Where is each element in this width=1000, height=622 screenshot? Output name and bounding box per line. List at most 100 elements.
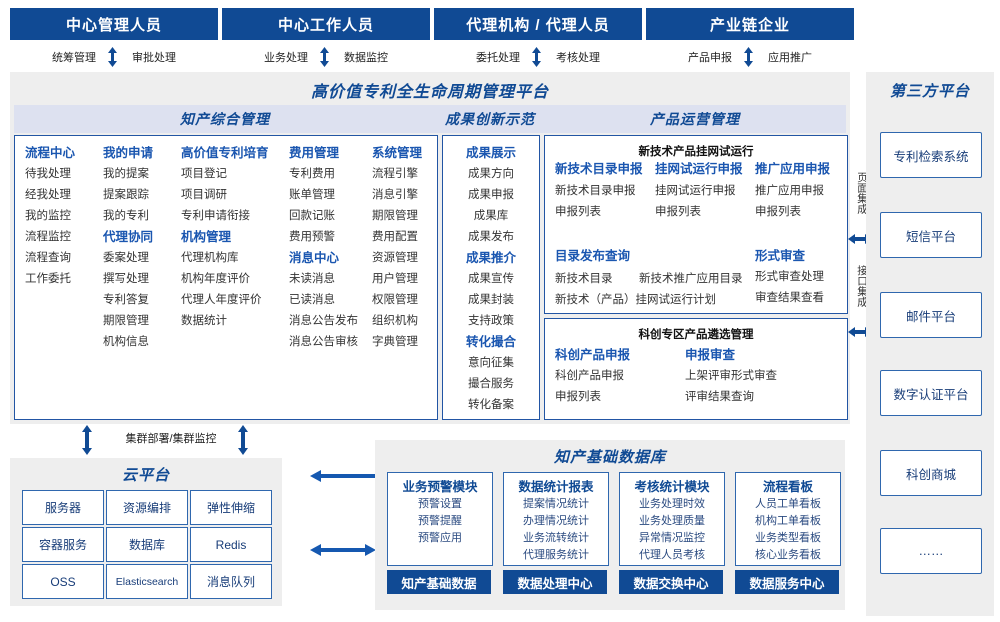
cloud-cell-container[interactable]: 容器服务 (22, 527, 104, 562)
menu-item[interactable]: 消息引擎 (372, 189, 418, 201)
menu-item[interactable]: 推广应用申报 (755, 185, 824, 197)
menu-item[interactable]: 账单管理 (289, 189, 335, 201)
db-item[interactable]: 人员工单看板 (755, 498, 821, 510)
menu-item[interactable]: 消息公告审核 (289, 336, 358, 348)
menu-item[interactable]: 科创产品申报 (555, 370, 624, 382)
menu-item[interactable]: 消息公告发布 (289, 315, 358, 327)
db-item[interactable]: 预警设置 (418, 498, 462, 510)
db-item[interactable]: 业务类型看板 (755, 532, 821, 544)
menu-item[interactable]: 成果方向 (468, 168, 514, 180)
menu-item[interactable]: 专利费用 (289, 168, 335, 180)
third-party-item-email[interactable]: 邮件平台 (880, 292, 982, 338)
menu-item[interactable]: 评审结果查询 (685, 391, 754, 403)
menu-item[interactable]: 机构年度评价 (181, 273, 250, 285)
db-item[interactable]: 代理人员考核 (639, 549, 705, 561)
menu-item[interactable]: 代理机构库 (181, 252, 239, 264)
menu-item[interactable]: 申报列表 (555, 206, 601, 218)
cloud-cell-oss[interactable]: OSS (22, 564, 104, 599)
menu-item[interactable]: 经我处理 (25, 189, 71, 201)
third-party-item-patent-search[interactable]: 专利检索系统 (880, 132, 982, 178)
menu-item[interactable]: 项目调研 (181, 189, 227, 201)
menu-item[interactable]: 新技术目录申报 (555, 185, 636, 197)
menu-item[interactable]: 新技术（产品）挂网试运行计划 (555, 294, 716, 306)
db-item[interactable]: 异常情况监控 (639, 532, 705, 544)
db-item[interactable]: 业务流转统计 (523, 532, 589, 544)
cloud-cell-elasticsearch[interactable]: Elasticsearch (106, 564, 188, 599)
third-party-item-digital-cert[interactable]: 数字认证平台 (880, 370, 982, 416)
menu-item[interactable]: 工作委托 (25, 273, 71, 285)
cloud-cell-autoscaling[interactable]: 弹性伸缩 (190, 490, 272, 525)
db-item[interactable]: 核心业务看板 (755, 549, 821, 561)
menu-item[interactable]: 未读消息 (289, 273, 335, 285)
menu-item[interactable]: 组织机构 (372, 315, 418, 327)
role-box-center-manager[interactable]: 中心管理人员 (10, 8, 218, 40)
db-item[interactable]: 业务处理时效 (639, 498, 705, 510)
menu-item[interactable]: 提案跟踪 (103, 189, 149, 201)
cloud-cell-server[interactable]: 服务器 (22, 490, 104, 525)
menu-item[interactable]: 我的监控 (25, 210, 71, 222)
db-item[interactable]: 业务处理质量 (639, 515, 705, 527)
menu-item[interactable]: 资源管理 (372, 252, 418, 264)
menu-item[interactable]: 代理人年度评价 (181, 294, 262, 306)
menu-item[interactable]: 支持政策 (468, 315, 514, 327)
menu-item[interactable]: 流程引擎 (372, 168, 418, 180)
menu-item[interactable]: 转化备案 (468, 399, 514, 411)
menu-item[interactable]: 用户管理 (372, 273, 418, 285)
db-item[interactable]: 提案情况统计 (523, 498, 589, 510)
menu-item[interactable]: 申报列表 (555, 391, 601, 403)
menu-item[interactable]: 费用预警 (289, 231, 335, 243)
menu-item[interactable]: 权限管理 (372, 294, 418, 306)
menu-item[interactable]: 形式审查处理 (755, 271, 824, 283)
third-party-item-more[interactable]: …… (880, 528, 982, 574)
menu-item[interactable]: 审查结果查看 (755, 292, 824, 304)
db-item[interactable]: 预警提醒 (418, 515, 462, 527)
db-foot-service-center[interactable]: 数据服务中心 (735, 570, 839, 594)
menu-item[interactable]: 机构信息 (103, 336, 149, 348)
menu-item[interactable]: 委案处理 (103, 252, 149, 264)
menu-item[interactable]: 待我处理 (25, 168, 71, 180)
menu-item[interactable]: 字典管理 (372, 336, 418, 348)
menu-item[interactable]: 项目登记 (181, 168, 227, 180)
menu-item[interactable]: 我的专利 (103, 210, 149, 222)
menu-item[interactable]: 已读消息 (289, 294, 335, 306)
role-box-agency[interactable]: 代理机构 / 代理人员 (434, 8, 642, 40)
menu-item[interactable]: 撮合服务 (468, 378, 514, 390)
menu-item[interactable]: 费用配置 (372, 231, 418, 243)
menu-item[interactable]: 成果封装 (468, 294, 514, 306)
menu-item[interactable]: 成果发布 (468, 231, 514, 243)
cloud-cell-message-queue[interactable]: 消息队列 (190, 564, 272, 599)
menu-item[interactable]: 撰写处理 (103, 273, 149, 285)
menu-item[interactable]: 申报列表 (755, 206, 801, 218)
third-party-item-sms[interactable]: 短信平台 (880, 212, 982, 258)
menu-item[interactable]: 成果宣传 (468, 273, 514, 285)
menu-item[interactable]: 回款记账 (289, 210, 335, 222)
db-foot-processing-center[interactable]: 数据处理中心 (503, 570, 607, 594)
menu-item[interactable]: 流程监控 (25, 231, 71, 243)
role-box-center-staff[interactable]: 中心工作人员 (222, 8, 430, 40)
menu-item[interactable]: 我的提案 (103, 168, 149, 180)
menu-item[interactable]: 意向征集 (468, 357, 514, 369)
db-foot-basic-data[interactable]: 知产基础数据 (387, 570, 491, 594)
menu-item[interactable]: 挂网试运行申报 (655, 185, 736, 197)
menu-item[interactable]: 成果申报 (468, 189, 514, 201)
db-item[interactable]: 预警应用 (418, 532, 462, 544)
menu-item[interactable]: 专利申请衔接 (181, 210, 250, 222)
menu-item[interactable]: 期限管理 (103, 315, 149, 327)
menu-item[interactable]: 新技术目录 (555, 273, 613, 285)
cloud-cell-redis[interactable]: Redis (190, 527, 272, 562)
db-item[interactable]: 办理情况统计 (523, 515, 589, 527)
menu-item[interactable]: 申报列表 (655, 206, 701, 218)
menu-item[interactable]: 专利答复 (103, 294, 149, 306)
menu-item[interactable]: 数据统计 (181, 315, 227, 327)
role-box-enterprise[interactable]: 产业链企业 (646, 8, 854, 40)
third-party-item-sci-mall[interactable]: 科创商城 (880, 450, 982, 496)
db-item[interactable]: 机构工单看板 (755, 515, 821, 527)
menu-item[interactable]: 上架评审形式审查 (685, 370, 777, 382)
cloud-cell-orchestration[interactable]: 资源编排 (106, 490, 188, 525)
menu-item[interactable]: 成果库 (473, 210, 509, 222)
menu-item[interactable]: 期限管理 (372, 210, 418, 222)
menu-item[interactable]: 流程查询 (25, 252, 71, 264)
db-foot-exchange-center[interactable]: 数据交换中心 (619, 570, 723, 594)
menu-item[interactable]: 新技术推广应用目录 (639, 273, 743, 285)
cloud-cell-database[interactable]: 数据库 (106, 527, 188, 562)
